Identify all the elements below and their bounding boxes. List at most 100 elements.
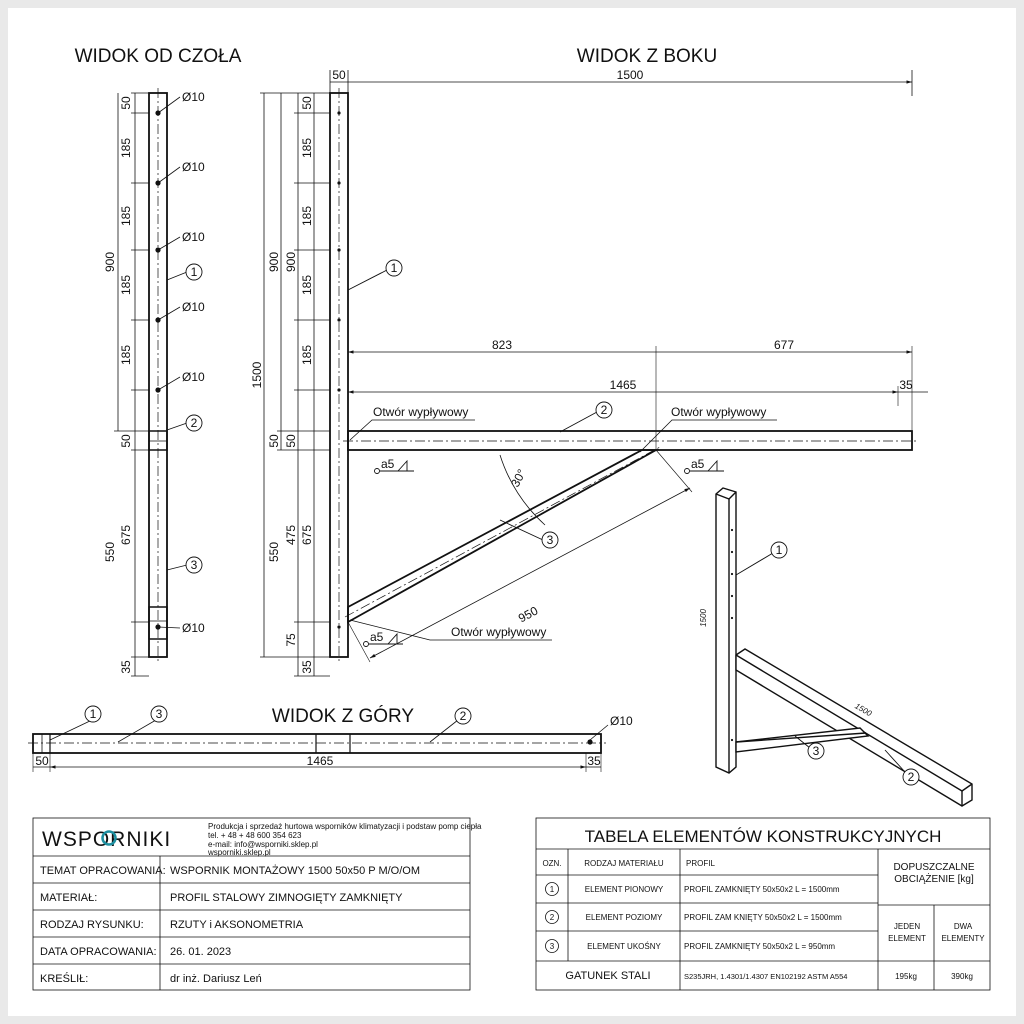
dim-text: 35 xyxy=(300,660,314,674)
hole-label: Ø10 xyxy=(182,90,205,104)
dim-text: 185 xyxy=(119,345,133,365)
row-material: ELEMENT UKOŚNY xyxy=(587,942,661,951)
top-markers xyxy=(84,705,472,725)
col-material: RODZAJ MATERIAŁU xyxy=(584,859,664,868)
front-post-outline xyxy=(148,92,168,658)
company-line: tel. + 48 + 48 600 354 623 xyxy=(208,831,302,840)
logo-mark-icon xyxy=(101,830,117,846)
steel-value: S235JRH, 1.4301/1.4307 EN102192 ASTM A55… xyxy=(684,972,847,981)
drain-hole-note: Otwór wypływowy xyxy=(451,625,546,639)
hole-label: Ø10 xyxy=(182,160,205,174)
side-horizontal-arm xyxy=(347,430,913,451)
company-line: wsporniki.sklep.pl xyxy=(207,848,271,857)
side-view-title: WIDOK Z BOKU xyxy=(577,46,717,67)
dim-text: 900 xyxy=(103,252,117,272)
row-material: ELEMENT POZIOMY xyxy=(586,913,663,922)
dim-text: 1465 xyxy=(610,378,637,392)
marker-2: 2 xyxy=(191,416,198,430)
dim-text: 75 xyxy=(284,633,298,647)
row-profile: PROFIL ZAMKNIĘTY 50x50x2 L = 950mm xyxy=(684,942,835,951)
tb-value: PROFIL STALOWY ZIMNOGIĘTY ZAMKNIĘTY xyxy=(170,892,403,904)
dim-text: 185 xyxy=(300,138,314,158)
side-holes xyxy=(337,111,341,629)
row-profile: PROFIL ZAM KNIĘTY 50x50x2 L = 1500mm xyxy=(684,913,842,922)
dim-text: 35 xyxy=(119,660,133,674)
dim-text: 823 xyxy=(492,338,512,352)
marker-3: 3 xyxy=(156,707,163,721)
row-ozn: 3 xyxy=(550,942,555,951)
weld-label: a5 xyxy=(370,630,384,644)
dim-text: 185 xyxy=(300,275,314,295)
technical-drawing: WIDOK OD CZOŁA WIDOK Z BOKU WIDOK Z GÓRY… xyxy=(28,46,991,991)
marker-2: 2 xyxy=(460,709,467,723)
marker-1: 1 xyxy=(776,543,783,557)
dim-text: 50 xyxy=(119,96,133,110)
tb-value: 26. 01. 2023 xyxy=(170,946,231,958)
row-material: ELEMENT PIONOWY xyxy=(585,885,664,894)
tb-value: WSPORNIK MONTAŻOWY 1500 50x50 P M/O/OM xyxy=(170,864,420,877)
marker-2: 2 xyxy=(908,770,915,784)
iso-markers xyxy=(735,541,920,786)
row-ozn: 2 xyxy=(550,913,555,922)
dim-text: 35 xyxy=(899,378,913,392)
dim-text: 50 xyxy=(300,96,314,110)
isometric-view xyxy=(715,487,973,807)
company-line: e-mail: info@wsporniki.sklep.pl xyxy=(208,840,318,849)
side-diagonal-brace xyxy=(347,449,660,624)
dim-text: 185 xyxy=(119,138,133,158)
company-line: Produkcja i sprzedaż hurtowa wsporników … xyxy=(208,822,482,831)
weld-label: a5 xyxy=(691,457,705,471)
dim-text: 50 xyxy=(284,434,298,448)
dim-text: 677 xyxy=(774,338,794,352)
row-markers xyxy=(545,882,559,953)
dim-text: 900 xyxy=(284,252,298,272)
tb-value: RZUTY i AKSONOMETRIA xyxy=(170,919,304,931)
drain-hole-note: Otwór wypływowy xyxy=(671,405,766,419)
angle-arc xyxy=(499,454,546,526)
dim-text: 185 xyxy=(300,345,314,365)
elements-table xyxy=(535,817,991,991)
col-two: DWA ELEMENTY xyxy=(941,922,985,943)
dim-text: 550 xyxy=(267,542,281,562)
dim-text: 675 xyxy=(300,525,314,545)
dim-text: 185 xyxy=(300,206,314,226)
dim-text: 50 xyxy=(119,434,133,448)
drain-hole-note: Otwór wypływowy xyxy=(373,405,468,419)
row-profile: PROFIL ZAMKNIĘTY 50x50x2 L = 1500mm xyxy=(684,885,840,894)
dim-text: 50 xyxy=(35,754,49,768)
tb-value: dr inż. Dariusz Leń xyxy=(170,973,262,985)
side-markers xyxy=(347,259,613,549)
weld-symbols xyxy=(363,459,724,647)
tb-label: DATA OPRACOWANIA: xyxy=(40,946,157,958)
tb-label: TEMAT OPRACOWANIA: xyxy=(40,865,166,877)
top-view-profile xyxy=(32,733,602,754)
top-hole xyxy=(587,739,593,745)
drain-leaders xyxy=(349,419,777,641)
dim-text: 35 xyxy=(587,754,601,768)
load-two: 390kg xyxy=(951,972,973,981)
marker-1: 1 xyxy=(191,265,198,279)
hole-label: Ø10 xyxy=(182,230,205,244)
dim-text: 185 xyxy=(119,206,133,226)
title-block xyxy=(32,817,471,991)
load-one: 195kg xyxy=(895,972,917,981)
logo: WSPORNIKI xyxy=(42,828,170,851)
side-view xyxy=(260,70,928,677)
front-view-title: WIDOK OD CZOŁA xyxy=(75,46,242,67)
col-load-wrap: DOPUSZCZALNE OBCIĄŻENIE [kg] xyxy=(893,862,974,885)
top-view-title: WIDOK Z GÓRY xyxy=(272,705,414,727)
front-joint-box xyxy=(148,430,168,451)
marker-1: 1 xyxy=(391,261,398,275)
hole-label: Ø10 xyxy=(182,621,205,635)
tb-label: KREŚLIŁ: xyxy=(40,972,88,985)
row-ozn: 1 xyxy=(550,885,555,894)
marker-3: 3 xyxy=(547,533,554,547)
col-two-wrap: DWA ELEMENTY xyxy=(941,922,985,943)
top-view xyxy=(28,719,609,772)
dim-text: 1500 xyxy=(250,361,264,388)
dim-text: 1500 xyxy=(617,68,644,82)
dim-text: 50 xyxy=(332,68,346,82)
marker-2: 2 xyxy=(601,403,608,417)
col-one: JEDEN ELEMENT xyxy=(888,922,926,943)
